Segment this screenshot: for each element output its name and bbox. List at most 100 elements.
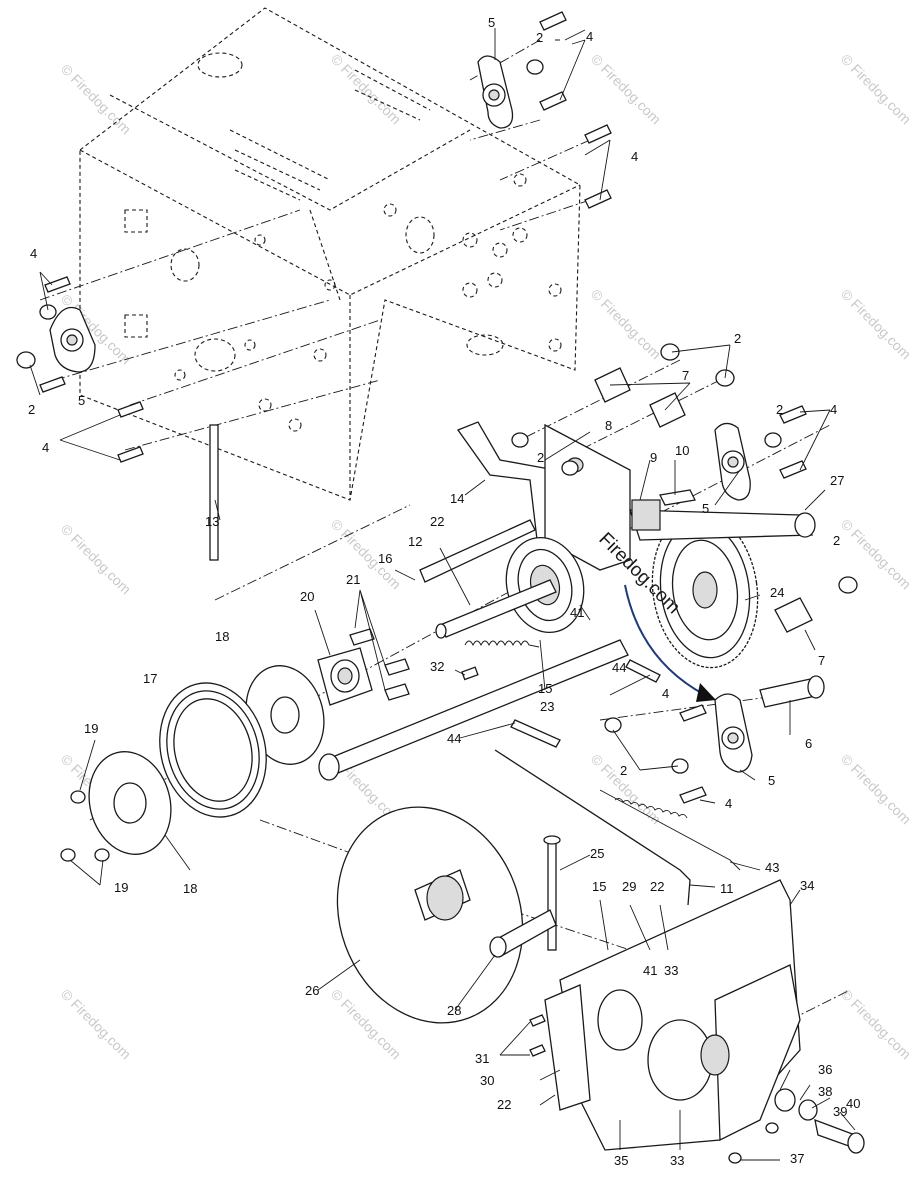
callout-label-c-4e: 4	[830, 402, 837, 417]
lower-frame-34	[544, 879, 801, 1151]
callout-label-c-21: 21	[346, 572, 360, 587]
watermark-text: © Firedog.com	[328, 51, 404, 127]
callout-label-c-19b: 19	[114, 880, 128, 895]
callout-label-c-33b: 33	[670, 1153, 684, 1168]
hex-nut-icon	[39, 304, 57, 320]
callout-label-c-41a: 41	[570, 605, 584, 620]
callout-label-c-33a: 33	[664, 963, 678, 978]
plate-18-lower	[60, 751, 172, 862]
watermark-text: © Firedog.com	[588, 51, 664, 127]
hex-nut-icon	[526, 59, 544, 75]
callout-label-c-25: 25	[590, 846, 604, 861]
hex-nut-icon	[16, 351, 36, 369]
shift-rod-11	[494, 749, 741, 906]
carriage-bolt-6	[759, 675, 825, 708]
callout-label-c-20: 20	[300, 589, 314, 604]
callout-label-c-13: 13	[205, 514, 219, 529]
callout-label-c-28: 28	[447, 1003, 461, 1018]
watermark-text: © Firedog.com	[58, 986, 134, 1062]
callout-label-c-35: 35	[614, 1153, 628, 1168]
callout-label-c-7a: 7	[682, 368, 689, 383]
flange-bearing-lower	[604, 693, 753, 804]
callout-label-c-4c: 4	[30, 246, 37, 261]
callout-label-c-44a: 44	[612, 660, 626, 675]
callout-label-c-6: 6	[805, 736, 812, 751]
callout-label-c-10: 10	[675, 443, 689, 458]
callout-label-c-7b: 7	[818, 653, 825, 668]
watermark-text: © Firedog.com	[838, 986, 914, 1062]
callout-label-c-34: 34	[800, 878, 814, 893]
callout-label-c-2g: 2	[620, 763, 627, 778]
callout-label-c-11: 11	[720, 881, 734, 896]
support-plate-8	[511, 423, 631, 571]
flange-bearing-right	[714, 405, 807, 501]
callout-label-c-15a: 15	[538, 681, 552, 696]
callout-label-c-22a: 22	[430, 514, 444, 529]
callout-label-c-38: 38	[818, 1084, 832, 1099]
watermark-text: © Firedog.com	[328, 516, 404, 592]
bearing-housing-20	[317, 628, 410, 706]
watermark-text: © Firedog.com	[58, 521, 134, 597]
callout-label-c-5c: 5	[702, 501, 709, 516]
callout-label-c-17: 17	[143, 671, 157, 686]
callout-label-c-18b: 18	[183, 881, 197, 896]
callout-label-c-29: 29	[622, 879, 636, 894]
callout-label-c-22c: 22	[497, 1097, 511, 1112]
callout-label-c-12: 12	[408, 534, 422, 549]
pin-shaft-13	[209, 424, 219, 561]
callout-label-c-5d: 5	[768, 773, 775, 788]
callout-label-c-27: 27	[830, 473, 844, 488]
callout-label-c-4g: 4	[725, 796, 732, 811]
bolt-icon	[539, 11, 567, 31]
callout-label-c-15b: 15	[592, 879, 606, 894]
callout-label-c-2b: 2	[28, 402, 35, 417]
callout-label-c-26: 26	[305, 983, 319, 998]
shift-bracket-14	[419, 421, 556, 583]
pinion-9-10	[631, 489, 696, 531]
long-axle-shaft	[318, 639, 629, 781]
callout-label-c-22b: 22	[650, 879, 664, 894]
plate-18	[245, 665, 325, 765]
callout-label-c-24: 24	[770, 585, 784, 600]
axle-shaft-27	[629, 509, 816, 541]
callout-label-c-4f: 4	[662, 686, 669, 701]
callout-label-c-2d: 2	[776, 402, 783, 417]
callout-label-c-32: 32	[430, 659, 444, 674]
arrow-head-icon	[696, 683, 716, 702]
spacers-7	[594, 343, 858, 633]
callout-label-c-2c: 2	[734, 331, 741, 346]
bolt-icon	[539, 91, 567, 111]
housing-bolts-right	[584, 124, 612, 209]
watermark-text: © Firedog.com	[838, 751, 914, 827]
drive-ring-17	[159, 682, 267, 818]
watermark-text: © Firedog.com	[838, 51, 914, 127]
callout-label-c-43: 43	[765, 860, 779, 875]
leader-lines	[29, 28, 856, 1161]
hardware-38-40	[529, 1014, 865, 1164]
hub-shaft-28	[489, 909, 557, 958]
callout-label-c-4d: 4	[42, 440, 49, 455]
callout-label-c-4a: 4	[586, 29, 593, 44]
callout-label-c-23: 23	[540, 699, 554, 714]
callout-label-c-14: 14	[450, 491, 464, 506]
bolt-25	[543, 835, 561, 951]
callout-label-c-41b: 41	[643, 963, 657, 978]
pins-44	[510, 659, 661, 748]
flange-bearing-top	[477, 11, 567, 129]
auger-housing	[79, 7, 581, 501]
flange-bearing-left	[16, 276, 144, 463]
drive-gear-24	[651, 511, 759, 669]
callout-label-c-9: 9	[650, 450, 657, 465]
watermark-text: © Firedog.com	[838, 286, 914, 362]
spring-23	[464, 640, 540, 648]
callout-label-c-18a: 18	[215, 629, 229, 644]
callout-label-c-36: 36	[818, 1062, 832, 1077]
callout-label-c-37: 37	[790, 1151, 804, 1166]
callout-label-c-44b: 44	[447, 731, 461, 746]
callout-label-c-5a: 5	[488, 15, 495, 30]
callout-label-c-2a: 2	[536, 30, 543, 45]
callout-label-c-40: 40	[846, 1096, 860, 1111]
callout-label-c-5b: 5	[78, 393, 85, 408]
callout-label-c-39: 39	[833, 1104, 847, 1119]
